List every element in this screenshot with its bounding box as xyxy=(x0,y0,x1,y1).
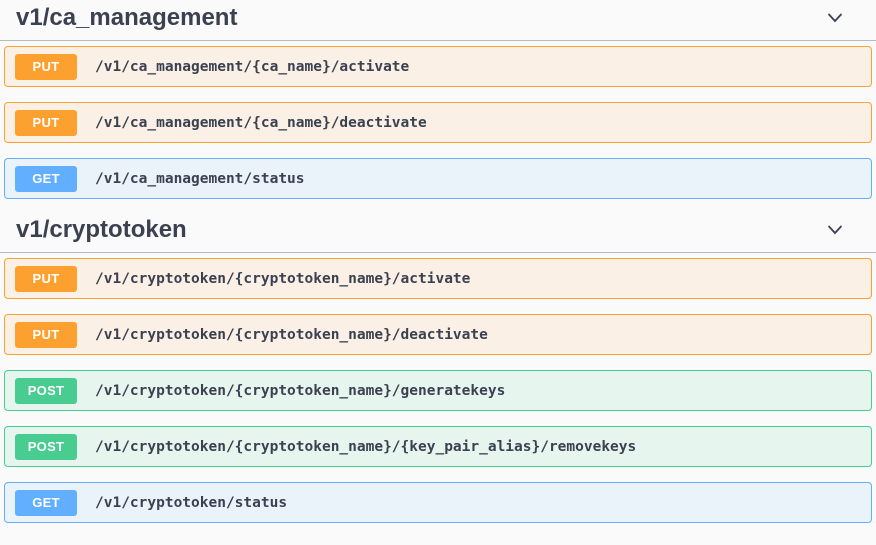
http-method-badge: PUT xyxy=(15,53,77,80)
operation-path: /v1/ca_management/{ca_name}/deactivate xyxy=(95,114,427,131)
operation-row[interactable]: PUT /v1/cryptotoken/{cryptotoken_name}/d… xyxy=(4,314,872,355)
operation-path: /v1/cryptotoken/{cryptotoken_name}/gener… xyxy=(95,382,506,399)
operations-list: PUT /v1/ca_management/{ca_name}/activate… xyxy=(0,41,876,199)
http-method-badge: PUT xyxy=(15,265,77,292)
operation-row[interactable]: PUT /v1/ca_management/{ca_name}/activate xyxy=(4,46,872,87)
operation-row[interactable]: POST /v1/cryptotoken/{cryptotoken_name}/… xyxy=(4,370,872,411)
operation-path: /v1/cryptotoken/{cryptotoken_name}/{key_… xyxy=(95,438,637,455)
operation-path: /v1/ca_management/status xyxy=(95,170,305,187)
http-method-badge: GET xyxy=(15,165,77,192)
chevron-down-icon[interactable] xyxy=(824,7,846,29)
operation-path: /v1/cryptotoken/{cryptotoken_name}/deact… xyxy=(95,326,488,343)
chevron-down-icon[interactable] xyxy=(824,219,846,241)
api-tag-section: v1/ca_management PUT /v1/ca_management/{… xyxy=(0,2,876,199)
operations-list: PUT /v1/cryptotoken/{cryptotoken_name}/a… xyxy=(0,253,876,523)
tag-section-header[interactable]: v1/cryptotoken xyxy=(0,214,876,253)
api-tag-section: v1/cryptotoken PUT /v1/cryptotoken/{cryp… xyxy=(0,214,876,523)
http-method-badge: POST xyxy=(15,377,77,404)
operation-row[interactable]: PUT /v1/cryptotoken/{cryptotoken_name}/a… xyxy=(4,258,872,299)
operation-path: /v1/ca_management/{ca_name}/activate xyxy=(95,58,410,75)
operation-row[interactable]: POST /v1/cryptotoken/{cryptotoken_name}/… xyxy=(4,426,872,467)
tag-section-title: v1/ca_management xyxy=(16,4,238,31)
operation-row[interactable]: GET /v1/cryptotoken/status xyxy=(4,482,872,523)
tag-section-title: v1/cryptotoken xyxy=(16,216,187,243)
operation-row[interactable]: GET /v1/ca_management/status xyxy=(4,158,872,199)
http-method-badge: GET xyxy=(15,489,77,516)
http-method-badge: PUT xyxy=(15,109,77,136)
tag-section-header[interactable]: v1/ca_management xyxy=(0,2,876,41)
operation-path: /v1/cryptotoken/{cryptotoken_name}/activ… xyxy=(95,270,471,287)
operation-row[interactable]: PUT /v1/ca_management/{ca_name}/deactiva… xyxy=(4,102,872,143)
http-method-badge: PUT xyxy=(15,321,77,348)
http-method-badge: POST xyxy=(15,433,77,460)
operation-path: /v1/cryptotoken/status xyxy=(95,494,288,511)
api-operations-panel: v1/ca_management PUT /v1/ca_management/{… xyxy=(0,2,876,523)
